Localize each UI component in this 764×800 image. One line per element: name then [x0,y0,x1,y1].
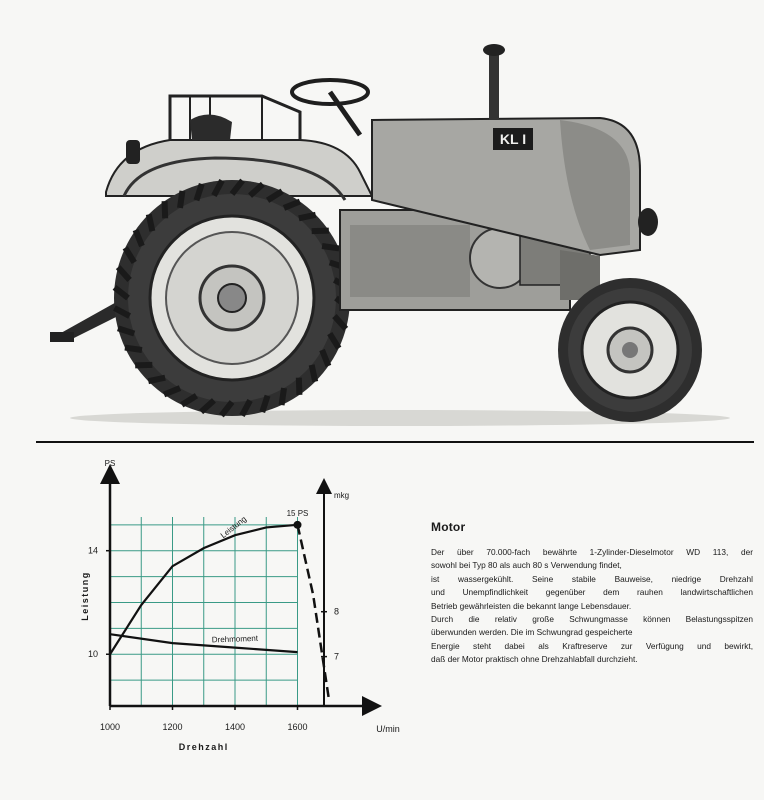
motor-line: Energie steht dabei als Kraftreserve zur… [431,640,753,651]
tyre-tread-mark [282,198,302,211]
y-tick-label: 14 [88,546,98,556]
motor-line: Betrieb gewährleisten die bekannt lange … [431,600,632,611]
chart-axes [100,464,382,716]
tyre-tread-mark [239,399,253,417]
motor-line: sowohl bei Typ 80 als auch 80 s Verwendu… [431,560,622,571]
tyre-tread-mark [327,331,342,350]
x-tick-label: 1000 [100,722,120,732]
tyre-tread-mark [321,243,340,252]
motor-line: Durch die relativ große Schwungmasse kön… [431,614,753,625]
motor-line: daß der Motor praktisch ohne Drehzahlabf… [431,654,638,665]
motor-section: Motor Der über 70.000-fach bewährte 1-Zy… [431,520,753,667]
x-tick-label: 1200 [162,722,182,732]
motor-title: Motor [431,520,466,534]
series-line [109,633,298,654]
x-tick-label: 1400 [225,722,245,732]
engine-chart: 1000 1200 1400 1600 10 14 8 7 PS mkgU/minDrehzahl… [80,459,400,752]
tyre-tread-mark [132,228,145,248]
y2-tick-label: 7 [334,652,339,662]
tyre-tread-mark [265,188,284,203]
tyre-tread-mark [295,377,303,395]
tyre-tread-mark [113,305,131,319]
tyre-tread-mark [211,179,225,197]
x-tick-label: 1600 [287,722,307,732]
tractor-photo: KL I [50,44,730,426]
tyre-tread-mark [332,314,349,331]
tyre-tread-mark [193,183,205,202]
y-tick-label: 10 [88,649,98,659]
x-unit-label: U/min [376,724,400,734]
tyre-tread-mark [319,348,332,368]
tyre-tread-mark [161,201,169,219]
tyre-tread-mark [308,364,319,383]
motor-line: Der über 70.000-fach bewährte 1-Zylinder… [431,547,753,557]
tyre-tread-mark [248,181,265,198]
tyre-tread-mark [219,400,235,418]
motor-line: und Unempfindlichkeit gegenüber dem rauh… [431,587,753,598]
tyre-tread-mark [311,227,329,235]
tractor-illustration-icon: KL I [50,44,730,426]
motor-line: überwunden werden. Die im Schwungrad ges… [431,627,633,638]
tyre-tread-mark [177,190,186,209]
tyre-tread-mark [124,344,143,353]
y-axis-label: Leistung [80,571,90,621]
y-unit-label: PS [105,459,116,468]
tyre-tread-mark [117,325,136,337]
x-axis-label: Drehzahl [179,742,229,752]
series-line [296,524,330,699]
y2-tick-label: 8 [334,607,339,617]
section-divider [36,441,754,443]
peak-marker [293,520,302,529]
tyre-tread-mark [112,285,130,301]
series-label: Drehmoment [212,634,259,645]
tyre-tread-mark [147,374,166,385]
motor-line: ist wassergekühlt. Seine stabile Bauweis… [431,573,753,584]
tyre-tread-mark [122,246,137,265]
tractor-badge: KL I [500,131,526,147]
tyre-tread-mark [199,398,216,415]
series-line [109,523,298,655]
tyre-tread-mark [259,394,271,413]
tyre-tread-mark [135,361,153,369]
tyre-tread-mark [115,265,132,282]
y2-unit-label: mkg [334,491,349,500]
tyre-tread-mark [162,385,182,398]
tyre-tread-mark [229,178,245,196]
motor-description: Der über 70.000-fach bewährte 1-Zylinder… [431,546,753,667]
tyre-tread-mark [180,393,199,408]
tyre-tread-mark [298,211,317,222]
tyre-tread-mark [145,213,156,232]
peak-label: 15 PS [287,509,309,518]
chart-series [109,520,330,699]
tyre-tread-mark [278,387,287,406]
chart-labels: 1000 1200 1400 1600 10 14 8 7 PS mkgU/minDrehzahl… [80,459,400,752]
